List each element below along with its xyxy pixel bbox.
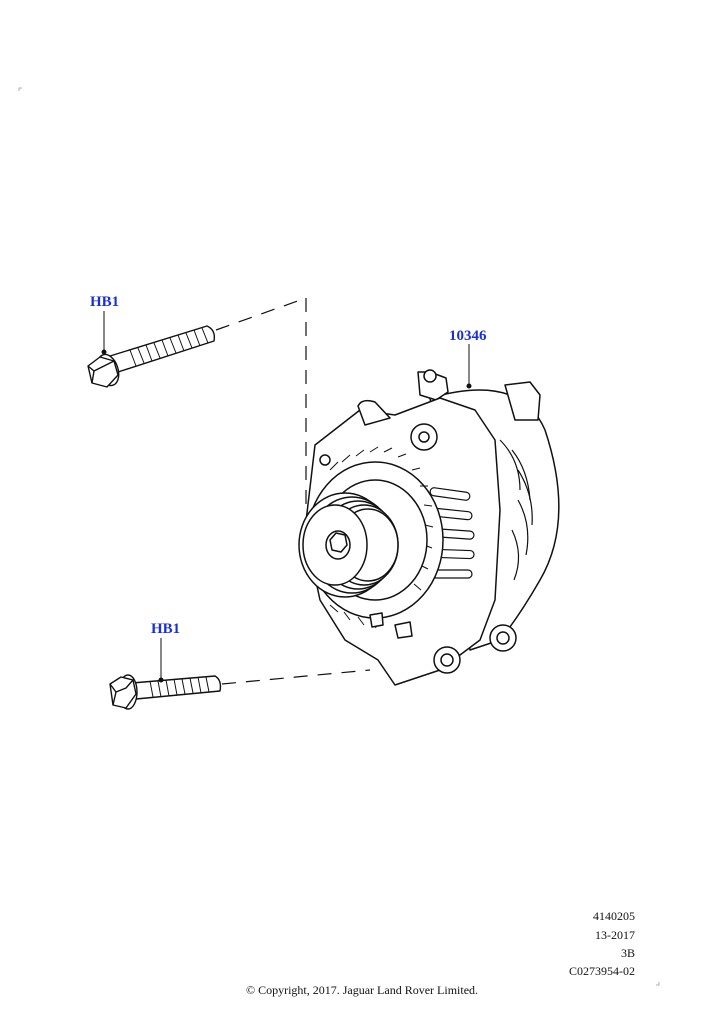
illustration-ref-code: C0273954-02 — [569, 964, 635, 978]
illustration-date: 13-2017 — [595, 928, 635, 942]
callout-bolt-lower[interactable]: HB1 — [151, 621, 181, 637]
corner-mark-top-left — [18, 87, 22, 91]
callout-alternator[interactable]: 10346 — [449, 328, 487, 344]
illustration-number: 4140205 — [593, 909, 635, 923]
corner-mark-bottom-right — [656, 982, 660, 986]
callout-bolt-upper[interactable]: HB1 — [90, 294, 120, 310]
assembly-dashed-lines — [215, 297, 371, 685]
illustration-revision: 3B — [620, 946, 635, 960]
lower-bolt-drawing — [109, 674, 222, 710]
upper-bolt-drawing — [87, 325, 216, 388]
copyright-notice: © Copyright, 2017. Jaguar Land Rover Lim… — [245, 983, 479, 997]
alternator-drawing — [298, 369, 560, 686]
alternator-pulley — [298, 492, 399, 598]
leader-lines — [101, 311, 472, 683]
